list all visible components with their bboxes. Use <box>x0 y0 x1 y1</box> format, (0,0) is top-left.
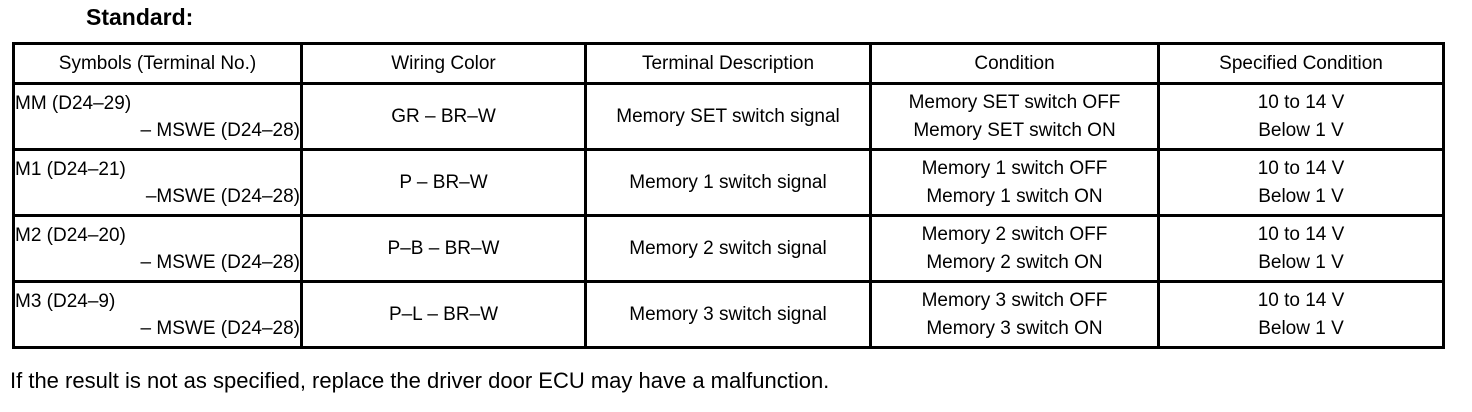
terminal-description-value: Memory SET switch signal <box>616 106 840 127</box>
wiring-color-value: P – BR–W <box>399 172 488 193</box>
specified-on-value: Below 1 V <box>1258 251 1344 273</box>
cell-symbols: M2 (D24–20) – MSWE (D24–28) <box>12 214 303 283</box>
specified-off-value: 10 to 14 V <box>1257 289 1345 311</box>
column-header-condition-label: Condition <box>974 52 1055 74</box>
specified-on-value: Below 1 V <box>1258 317 1344 339</box>
cell-terminal-description: Memory 2 switch signal <box>584 214 872 283</box>
column-header-specified-condition-label: Specified Condition <box>1219 52 1383 74</box>
column-header-specified-condition: Specified Condition <box>1157 42 1445 85</box>
symbol-line-primary: M2 (D24–20) <box>15 224 126 246</box>
column-header-wiring-color-label: Wiring Color <box>391 52 496 74</box>
column-header-terminal-description: Terminal Description <box>584 42 872 85</box>
cell-wiring-color: P – BR–W <box>300 148 587 217</box>
cell-symbols: M3 (D24–9) – MSWE (D24–28) <box>12 280 303 349</box>
cell-specified-condition: 10 to 14 V Below 1 V <box>1157 214 1445 283</box>
terminal-description-value: Memory 2 switch signal <box>629 238 827 259</box>
column-header-wiring-color: Wiring Color <box>300 42 587 85</box>
page-title: Standard: <box>86 4 194 30</box>
symbol-line-primary: M1 (D24–21) <box>15 158 126 180</box>
column-header-symbols-label: Symbols (Terminal No.) <box>58 52 257 74</box>
cell-condition: Memory 1 switch OFF Memory 1 switch ON <box>869 148 1160 217</box>
symbol-line-secondary: – MSWE (D24–28) <box>140 317 300 339</box>
symbol-line-secondary: – MSWE (D24–28) <box>140 119 300 141</box>
cell-condition: Memory SET switch OFF Memory SET switch … <box>869 82 1160 151</box>
condition-on-value: Memory 3 switch ON <box>926 317 1103 339</box>
symbol-line-secondary: –MSWE (D24–28) <box>145 185 300 207</box>
condition-on-value: Memory 2 switch ON <box>926 251 1103 273</box>
table-header: Symbols (Terminal No.) Wiring Color Term… <box>12 42 1445 85</box>
terminal-description-value: Memory 3 switch signal <box>629 304 827 325</box>
condition-off-value: Memory 2 switch OFF <box>921 223 1108 245</box>
column-header-condition: Condition <box>869 42 1160 85</box>
symbol-line-secondary: – MSWE (D24–28) <box>140 251 300 273</box>
wiring-color-value: GR – BR–W <box>391 106 496 127</box>
condition-off-value: Memory SET switch OFF <box>908 91 1121 113</box>
condition-off-value: Memory 1 switch OFF <box>921 157 1108 179</box>
cell-specified-condition: 10 to 14 V Below 1 V <box>1157 82 1445 151</box>
wiring-color-value: P–L – BR–W <box>388 304 499 325</box>
cell-terminal-description: Memory 3 switch signal <box>584 280 872 349</box>
cell-wiring-color: P–B – BR–W <box>300 214 587 283</box>
table-row: M3 (D24–9) – MSWE (D24–28) P–L – BR–W Me… <box>12 280 1445 349</box>
cell-specified-condition: 10 to 14 V Below 1 V <box>1157 280 1445 349</box>
table-header-row: Symbols (Terminal No.) Wiring Color Term… <box>12 42 1445 85</box>
cell-condition: Memory 2 switch OFF Memory 2 switch ON <box>869 214 1160 283</box>
specified-on-value: Below 1 V <box>1258 185 1344 207</box>
specified-off-value: 10 to 14 V <box>1257 157 1345 179</box>
condition-on-value: Memory SET switch ON <box>913 119 1116 141</box>
specified-on-value: Below 1 V <box>1258 119 1344 141</box>
column-header-symbols: Symbols (Terminal No.) <box>12 42 303 85</box>
table-row: M1 (D24–21) –MSWE (D24–28) P – BR–W Memo… <box>12 148 1445 217</box>
specified-off-value: 10 to 14 V <box>1257 223 1345 245</box>
column-header-terminal-description-label: Terminal Description <box>641 52 815 74</box>
table-row: MM (D24–29) – MSWE (D24–28) GR – BR–W Me… <box>12 82 1445 151</box>
result-note: If the result is not as specified, repla… <box>10 368 830 393</box>
symbol-line-primary: M3 (D24–9) <box>15 290 116 312</box>
cell-symbols: MM (D24–29) – MSWE (D24–28) <box>12 82 303 151</box>
cell-wiring-color: P–L – BR–W <box>300 280 587 349</box>
condition-on-value: Memory 1 switch ON <box>926 185 1103 207</box>
terminal-description-value: Memory 1 switch signal <box>629 172 827 193</box>
table-row: M2 (D24–20) – MSWE (D24–28) P–B – BR–W M… <box>12 214 1445 283</box>
cell-symbols: M1 (D24–21) –MSWE (D24–28) <box>12 148 303 217</box>
cell-wiring-color: GR – BR–W <box>300 82 587 151</box>
cell-condition: Memory 3 switch OFF Memory 3 switch ON <box>869 280 1160 349</box>
cell-terminal-description: Memory 1 switch signal <box>584 148 872 217</box>
table-body: MM (D24–29) – MSWE (D24–28) GR – BR–W Me… <box>12 82 1445 349</box>
standard-spec-table: Symbols (Terminal No.) Wiring Color Term… <box>12 42 1445 349</box>
wiring-color-value: P–B – BR–W <box>387 238 500 259</box>
specified-off-value: 10 to 14 V <box>1257 91 1345 113</box>
condition-off-value: Memory 3 switch OFF <box>921 289 1108 311</box>
symbol-line-primary: MM (D24–29) <box>15 92 132 114</box>
cell-terminal-description: Memory SET switch signal <box>584 82 872 151</box>
cell-specified-condition: 10 to 14 V Below 1 V <box>1157 148 1445 217</box>
